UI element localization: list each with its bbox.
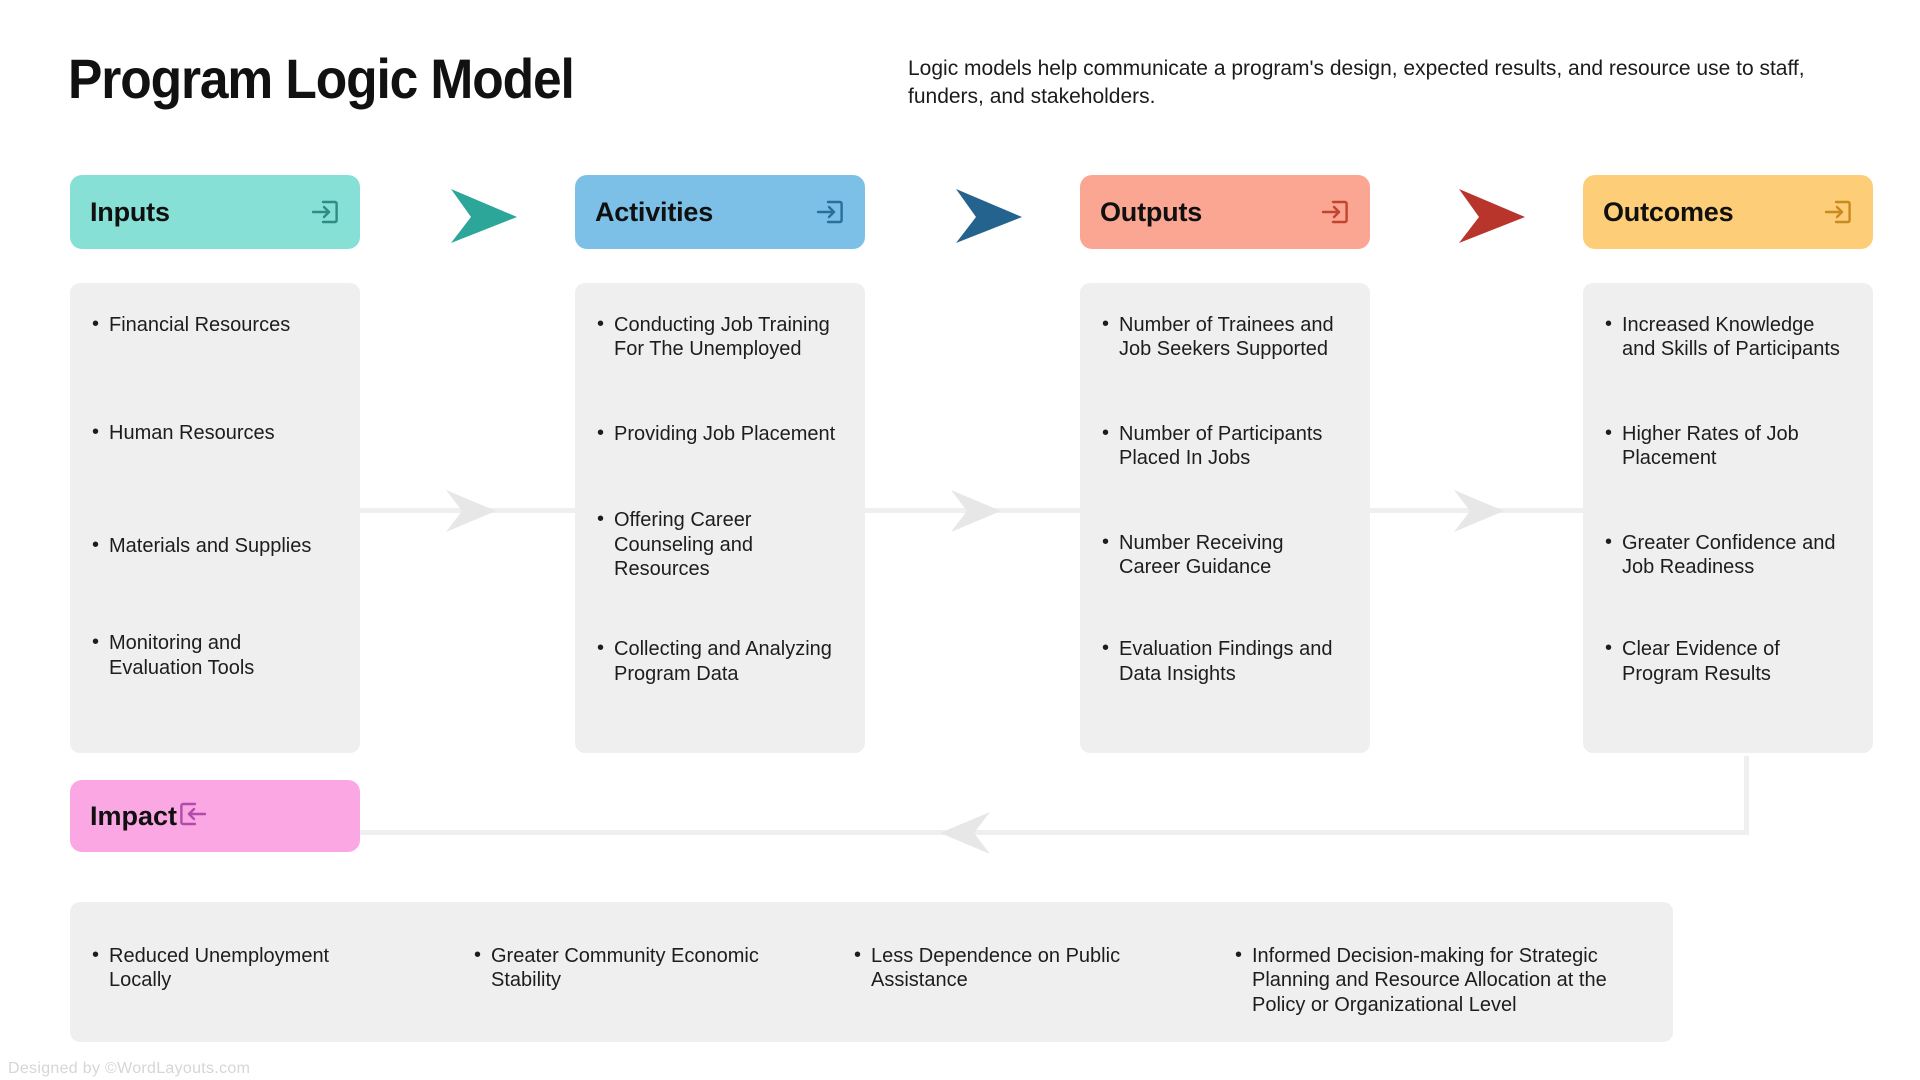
list-item: Number of Trainees and Job Seekers Suppo… — [1102, 312, 1348, 362]
stage-header-outcomes[interactable]: Outcomes — [1583, 175, 1873, 249]
list-item: Collecting and Analyzing Program Data — [597, 636, 843, 686]
arrow-outputs-to-outcomes — [1459, 189, 1525, 243]
stage-header-outputs[interactable]: Outputs — [1080, 175, 1370, 249]
stage-label-inputs: Inputs — [90, 196, 170, 227]
connector-return-arrowhead — [940, 812, 990, 854]
stage-label-outputs: Outputs — [1100, 196, 1203, 227]
arrow-activities-to-outputs — [956, 189, 1022, 243]
list-item: Higher Rates of Job Placement — [1605, 421, 1851, 471]
list-item: Human Resources — [92, 420, 338, 445]
enter-arrow-icon — [1318, 195, 1352, 229]
page-subtitle: Logic models help communicate a program'… — [908, 57, 1805, 108]
list-item: Providing Job Placement — [597, 421, 843, 446]
stage-body-impact: Reduced Unemployment Locally Greater Com… — [70, 902, 1673, 1042]
stage-label-impact: Impact — [90, 800, 178, 831]
list-item: Number of Participants Placed In Jobs — [1102, 421, 1348, 471]
exit-arrow-icon — [177, 798, 209, 835]
stage-header-impact[interactable]: Impact — [70, 780, 360, 852]
list-item: Materials and Supplies — [92, 533, 338, 558]
stage-header-activities[interactable]: Activities — [575, 175, 865, 249]
enter-arrow-icon — [813, 195, 847, 229]
connector-arrowhead-2 — [951, 490, 1001, 532]
enter-arrow-icon — [308, 195, 342, 229]
list-item: Number Receiving Career Guidance — [1102, 530, 1348, 580]
stage-body-outcomes: Increased Knowledge and Skills of Partic… — [1583, 283, 1873, 753]
stage-header-inputs[interactable]: Inputs — [70, 175, 360, 249]
connector-arrowhead-1 — [446, 490, 496, 532]
stage-body-inputs: Financial Resources Human Resources Mate… — [70, 283, 360, 753]
list-item: Clear Evidence of Program Results — [1605, 636, 1851, 686]
stage-label-outcomes: Outcomes — [1603, 196, 1734, 227]
stage-body-outputs: Number of Trainees and Job Seekers Suppo… — [1080, 283, 1370, 753]
stage-label-activities: Activities — [595, 196, 714, 227]
list-item: Monitoring and Evaluation Tools — [92, 630, 338, 680]
list-item: Conducting Job Training For The Unemploy… — [597, 312, 843, 362]
stage-body-activities: Conducting Job Training For The Unemploy… — [575, 283, 865, 753]
connector-arrowhead-3 — [1454, 490, 1504, 532]
list-item: Informed Decision-making for Strategic P… — [1235, 943, 1655, 1017]
list-item: Increased Knowledge and Skills of Partic… — [1605, 312, 1851, 362]
list-item: Evaluation Findings and Data Insights — [1102, 636, 1348, 686]
connector-return-horizontal — [360, 830, 1749, 835]
list-item: Reduced Unemployment Locally — [92, 943, 392, 993]
page-title: Program Logic Model — [68, 47, 575, 110]
list-item: Offering Career Counseling and Resources — [597, 507, 843, 581]
connector-return-vertical — [1744, 756, 1749, 834]
credit-text: Designed by ©WordLayouts.com — [8, 1060, 251, 1077]
enter-arrow-icon — [1821, 195, 1855, 229]
list-item: Less Dependence on Public Assistance — [854, 943, 1154, 993]
list-item: Greater Confidence and Job Readiness — [1605, 530, 1851, 580]
list-item: Greater Community Economic Stability — [474, 943, 774, 993]
list-item: Financial Resources — [92, 312, 338, 337]
arrow-inputs-to-activities — [451, 189, 517, 243]
